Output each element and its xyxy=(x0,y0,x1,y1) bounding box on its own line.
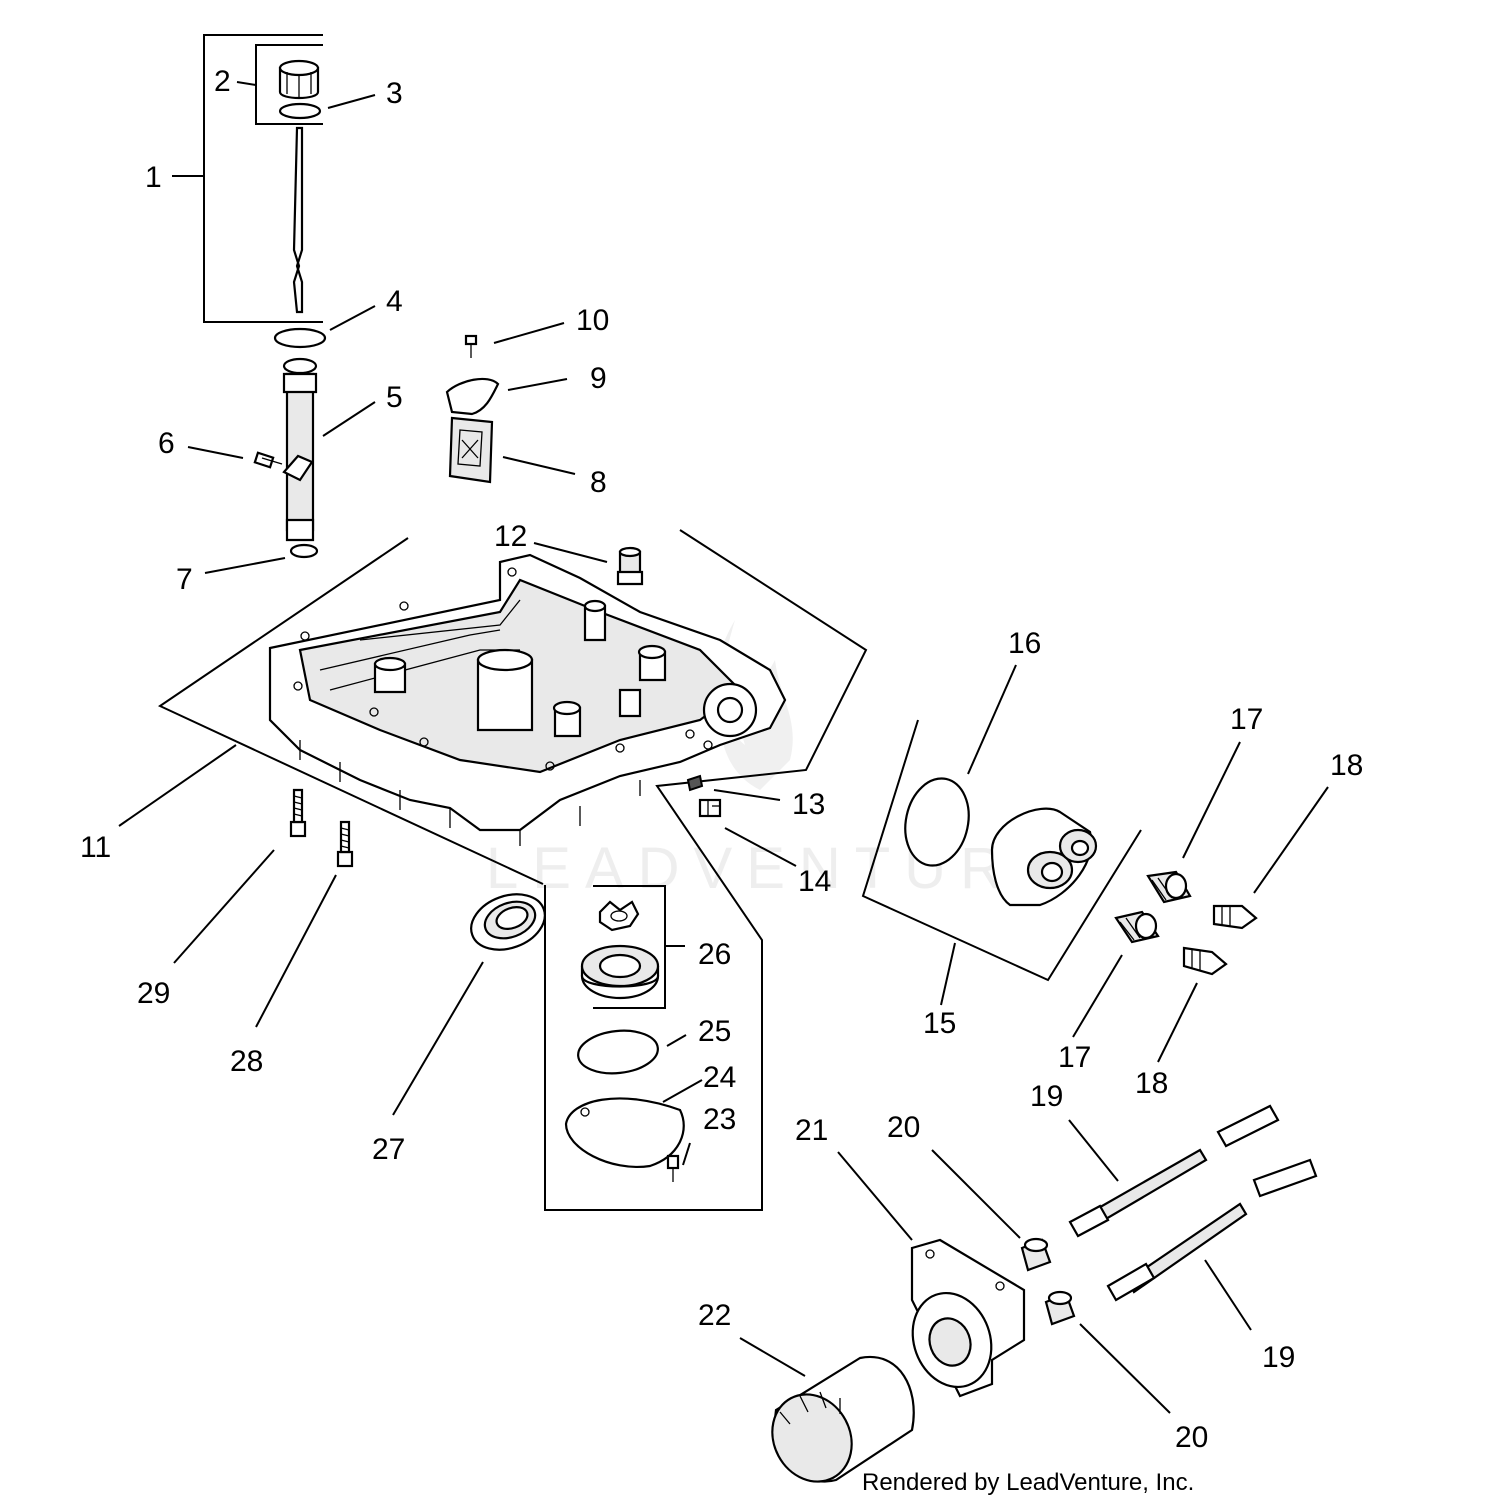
pan-bolt-long xyxy=(336,820,354,868)
callout-23: 23 xyxy=(703,1103,736,1136)
callout-20-upper: 20 xyxy=(887,1111,920,1144)
dipstick-rod xyxy=(292,126,304,314)
adapter-plug-lower xyxy=(1114,910,1160,944)
remote-filter-adapter xyxy=(910,1238,1026,1398)
pan-plug xyxy=(616,546,644,586)
callout-12: 12 xyxy=(494,520,527,553)
callout-8: 8 xyxy=(590,466,607,499)
adapter-fitting-lower xyxy=(1044,1290,1076,1326)
callout-4: 4 xyxy=(386,285,403,318)
tube-mounting-screw xyxy=(253,451,283,469)
bracket-screw xyxy=(464,334,478,358)
callout-20-lower: 20 xyxy=(1175,1421,1208,1454)
callout-22: 22 xyxy=(698,1299,731,1332)
callout-26: 26 xyxy=(698,938,731,971)
oil-filter xyxy=(771,1355,915,1483)
sensor-pad xyxy=(448,416,494,484)
callout-9: 9 xyxy=(590,362,607,395)
callout-17-upper: 17 xyxy=(1230,703,1263,736)
leader-lines xyxy=(118,81,1329,1414)
callout-13: 13 xyxy=(792,788,825,821)
oil-pan-assembly-bracket xyxy=(157,529,868,1211)
filter-adapter-kit-bracket xyxy=(861,719,1142,982)
callout-24: 24 xyxy=(703,1061,736,1094)
callout-29: 29 xyxy=(137,977,170,1010)
callout-25: 25 xyxy=(698,1015,731,1048)
callout-11: 11 xyxy=(80,831,111,864)
callout-18-lower: 18 xyxy=(1135,1067,1168,1100)
hose-fitting-upper xyxy=(1212,904,1258,930)
oil-hose-lower xyxy=(1106,1158,1318,1302)
pump-cover-screw xyxy=(666,1154,680,1182)
pan-bolt-short xyxy=(289,788,307,838)
sensor-bracket xyxy=(445,377,500,416)
watermark: LEADVENTURE xyxy=(486,836,1069,901)
callout-15: 15 xyxy=(923,1007,956,1040)
oil-hose-upper xyxy=(1068,1104,1280,1238)
render-credit: Rendered by LeadVenture, Inc. xyxy=(862,1469,1194,1496)
callout-18-upper: 18 xyxy=(1330,749,1363,782)
dipstick-cap xyxy=(278,59,320,100)
callout-5: 5 xyxy=(386,381,403,414)
callout-6: 6 xyxy=(158,427,175,460)
callout-19-upper: 19 xyxy=(1030,1080,1063,1113)
adapter-plug-upper xyxy=(1146,870,1192,904)
drain-fitting xyxy=(698,798,722,818)
callout-7: 7 xyxy=(176,563,193,596)
callout-labels: 1 2 3 4 5 6 7 8 9 10 11 12 13 14 15 16 1… xyxy=(80,65,1363,1454)
callout-14: 14 xyxy=(798,865,831,898)
callout-10: 10 xyxy=(576,304,609,337)
callout-27: 27 xyxy=(372,1133,405,1166)
tube-o-ring-lower xyxy=(289,543,319,559)
callout-21: 21 xyxy=(795,1114,828,1147)
oil-pump-inner-rotor xyxy=(598,900,640,932)
crankshaft-seal xyxy=(470,893,546,951)
pump-cover-hole xyxy=(580,1107,590,1117)
adapter-fitting-upper xyxy=(1020,1237,1052,1272)
callout-17-lower: 17 xyxy=(1058,1041,1091,1074)
callout-28: 28 xyxy=(230,1045,263,1078)
callout-3: 3 xyxy=(386,77,403,110)
oil-pump-outer-rotor xyxy=(580,944,660,1000)
callout-2: 2 xyxy=(214,65,231,98)
pump-o-ring xyxy=(577,1029,659,1075)
adapter-o-ring xyxy=(904,777,970,867)
filter-adapter xyxy=(990,807,1098,907)
dipstick-tube xyxy=(282,357,318,542)
hose-fitting-lower xyxy=(1182,946,1228,976)
callout-19-lower: 19 xyxy=(1262,1341,1295,1374)
callout-16: 16 xyxy=(1008,627,1041,660)
pump-cover xyxy=(564,1097,685,1169)
callout-1: 1 xyxy=(145,161,162,194)
oil-pan xyxy=(268,553,787,846)
small-plug xyxy=(686,774,704,792)
tube-o-ring-upper xyxy=(273,327,327,349)
dipstick-cap-o-ring xyxy=(278,102,322,120)
